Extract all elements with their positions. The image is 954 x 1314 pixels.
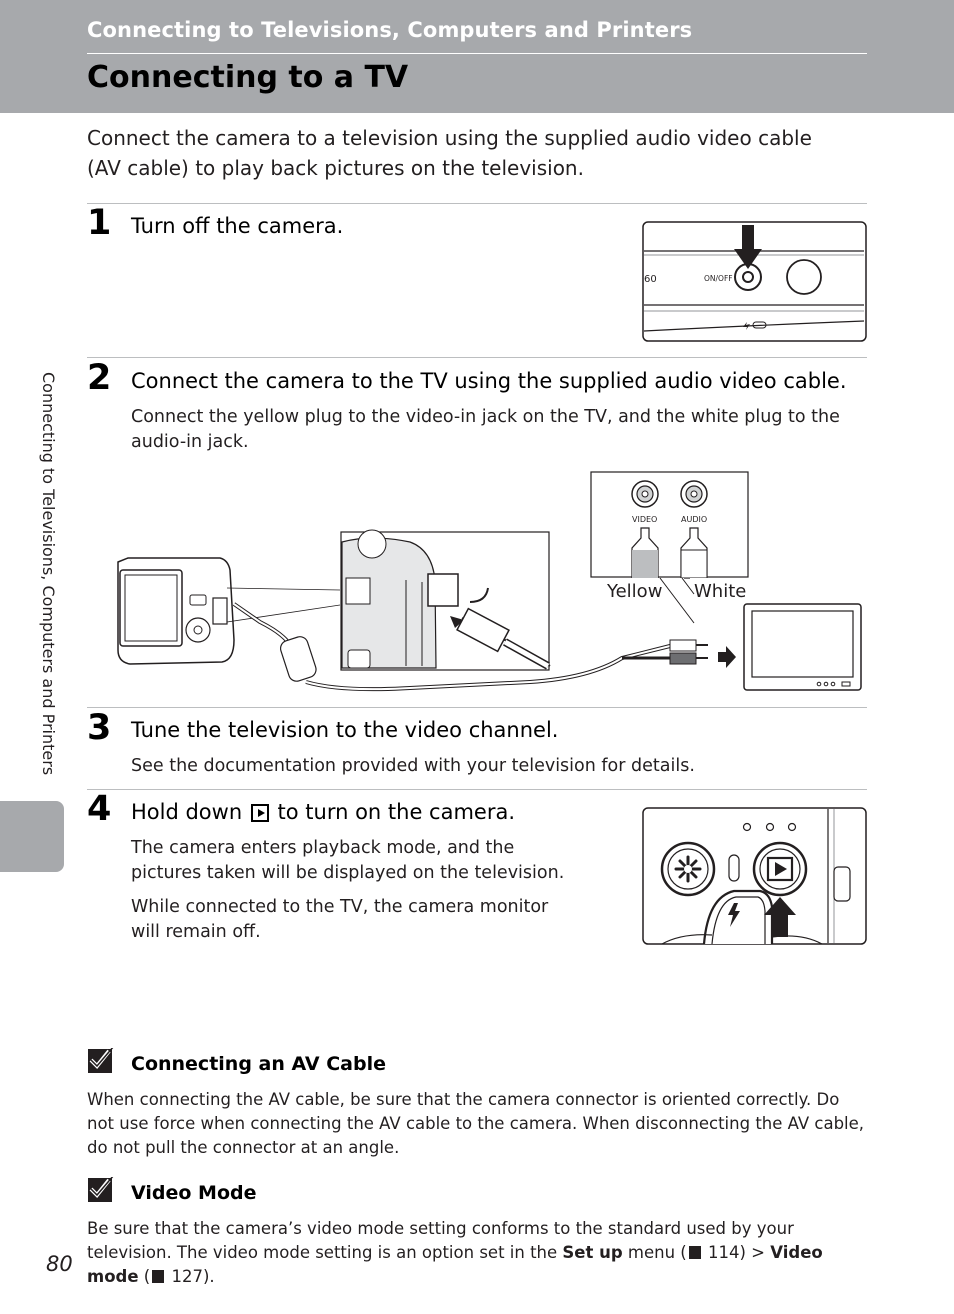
- header-band: Connecting to Televisions, Computers and…: [0, 0, 954, 113]
- flash-icon: [728, 903, 740, 927]
- note-1-title: Connecting an AV Cable: [131, 1053, 386, 1075]
- insert-arrow-icon: [718, 646, 736, 668]
- step-1-title: Turn off the camera.: [131, 214, 344, 238]
- yellow-label: Yellow: [606, 581, 662, 602]
- white-label: White: [694, 581, 746, 602]
- step-3-number: 3: [87, 708, 112, 748]
- section-title: Connecting to Televisions, Computers and…: [87, 18, 693, 42]
- step-4-number: 4: [87, 789, 112, 829]
- note-2-title: Video Mode: [131, 1182, 257, 1204]
- note-2-text: Be sure that the camera’s video mode set…: [87, 1219, 794, 1262]
- step-2-body: Connect the yellow plug to the video-in …: [131, 407, 840, 452]
- step-3-body: See the documentation provided with your…: [131, 756, 695, 776]
- step-2-number: 2: [87, 358, 112, 398]
- camera-back-illustration: [117, 557, 235, 665]
- intro-paragraph: Connect the camera to a television using…: [87, 126, 812, 180]
- step-1-number: 1: [87, 203, 112, 243]
- page-number: 80: [46, 1252, 73, 1276]
- press-arrow-icon: [734, 225, 762, 269]
- header-divider: [87, 53, 867, 54]
- step-3-title: Tune the television to the video channel…: [131, 718, 559, 742]
- video-mode-ref: Video mode: [87, 1243, 823, 1286]
- video-jack-label: VIDEO: [632, 515, 657, 524]
- note-2-ref: 127).: [171, 1267, 215, 1286]
- step-4-title-after: to turn on the camera.: [277, 800, 516, 824]
- on-off-label: ON/OFF: [704, 274, 733, 283]
- step-4-title-before: Hold down: [131, 800, 243, 824]
- step-4-body-2: While connected to the TV, the camera mo…: [131, 897, 549, 942]
- playback-button-icon: [250, 804, 269, 822]
- step-4-body-1: The camera enters playback mode, and the…: [131, 838, 565, 883]
- step-2-title: Connect the camera to the TV using the s…: [131, 369, 847, 393]
- audio-jack-label: AUDIO: [681, 515, 707, 524]
- checkmark-note-icon: [88, 1177, 114, 1202]
- step-divider: [87, 357, 867, 358]
- note-2-ref: 114) >: [708, 1243, 766, 1262]
- note-2-text: menu (: [627, 1243, 687, 1262]
- camera-connector-zoom: [340, 529, 551, 671]
- page-reference-icon: [688, 1246, 701, 1259]
- setup-menu-ref: Set up: [562, 1243, 623, 1262]
- checkmark-note-icon: [88, 1048, 114, 1073]
- camera-top-onoff-illustration: 60 ON/OFF: [642, 221, 867, 342]
- tv-jack-panel: VIDEO AUDIO: [590, 471, 749, 579]
- camera-playback-button-illustration: [642, 807, 867, 945]
- note-1-body: When connecting the AV cable, be sure th…: [87, 1090, 865, 1157]
- side-tab-marker: [0, 801, 64, 872]
- play-icon: [775, 862, 787, 876]
- step-divider: [87, 789, 867, 790]
- partial-label: 60: [644, 274, 657, 285]
- side-tab-label: Connecting to Televisions, Computers and…: [39, 372, 58, 776]
- av-cable-connection-illustration: VIDEO AUDIO Yellow White: [117, 471, 862, 692]
- flash-icon: [743, 322, 750, 330]
- page-title: Connecting to a TV: [87, 60, 409, 95]
- step-divider: [87, 707, 867, 708]
- page-reference-icon: [152, 1270, 165, 1283]
- note-2-text: (: [143, 1267, 151, 1286]
- press-arrow-icon: [764, 897, 796, 937]
- television-illustration: [743, 603, 862, 691]
- step-divider: [87, 203, 867, 204]
- note-2-body: Be sure that the camera’s video mode set…: [87, 1217, 867, 1289]
- step-4-title: Hold down to turn on the camera.: [131, 798, 515, 826]
